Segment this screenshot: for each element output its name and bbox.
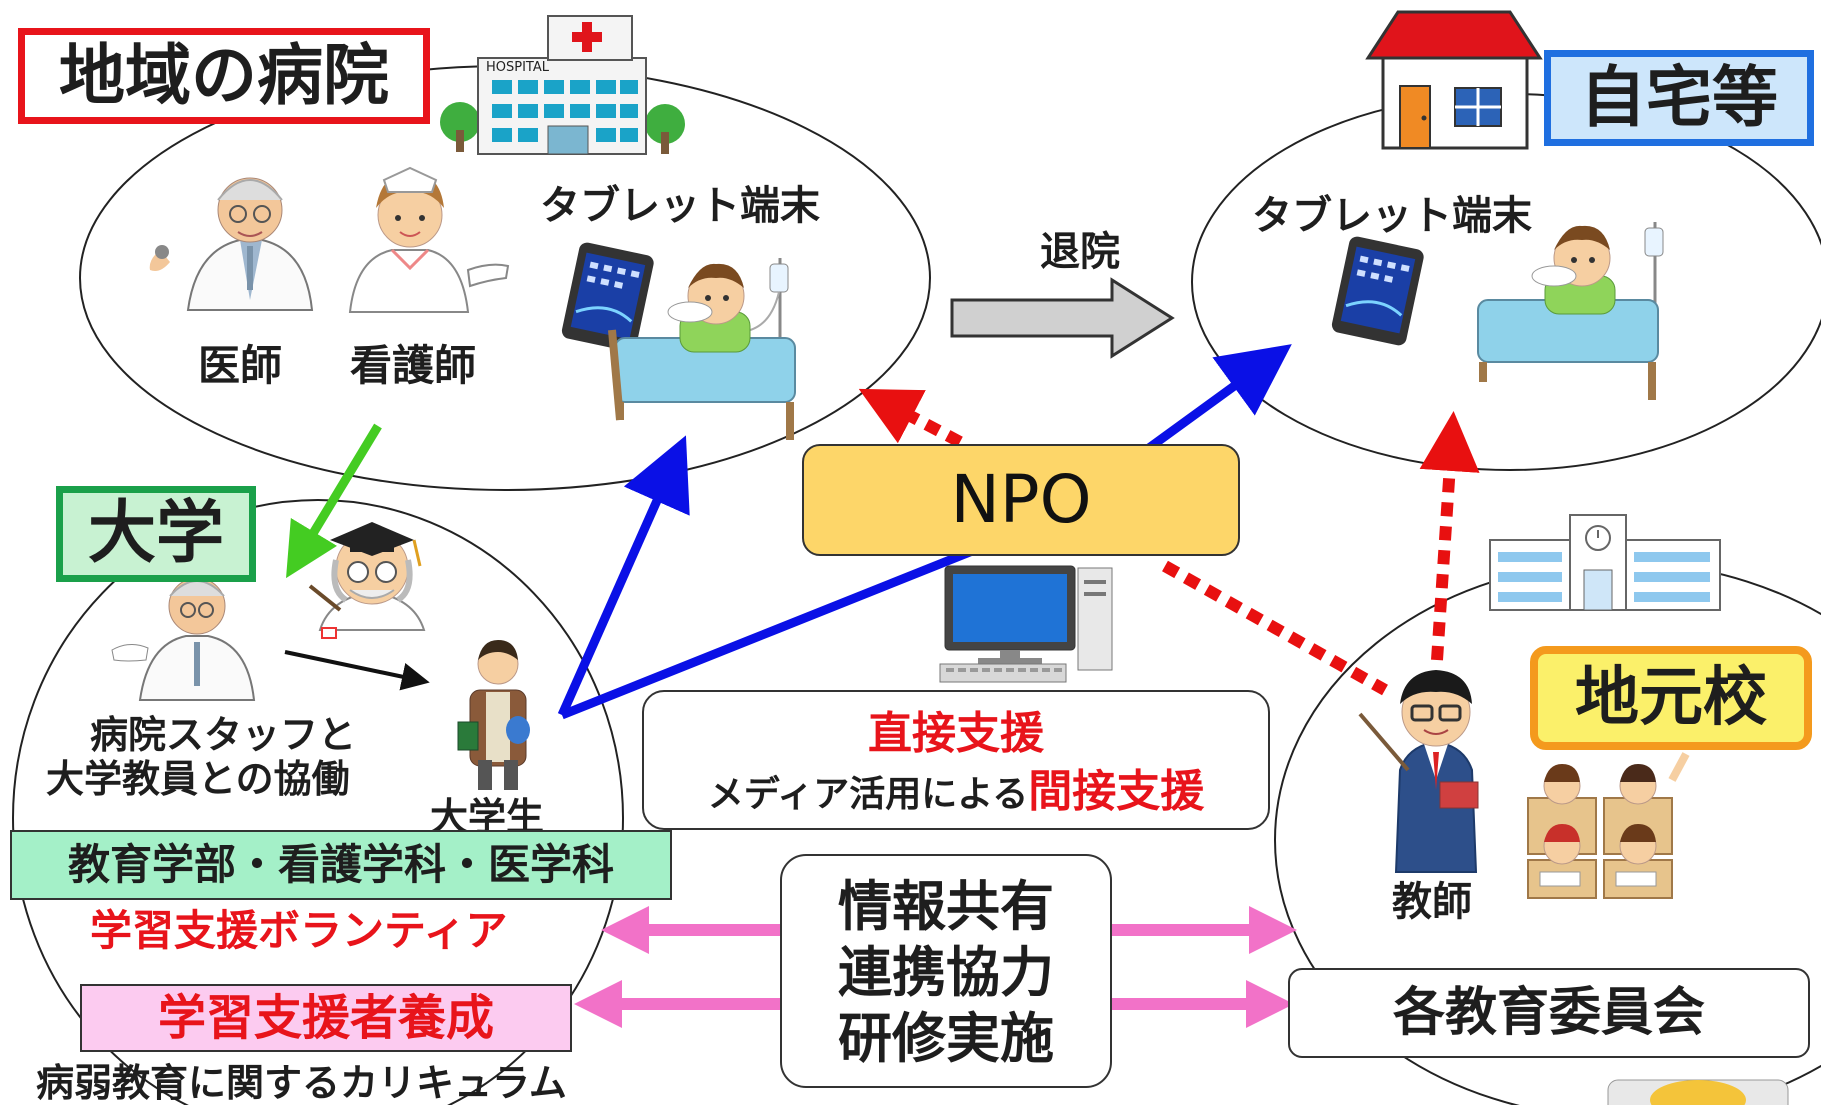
npo-label: NPO [950,461,1092,538]
npo-to-hospital-dotted-arrow [858,388,963,448]
training-box: 学習支援者養成 [80,984,572,1052]
hospital-tablet-label: タブレット端末 [540,183,820,229]
faculties-box: 教育学部・看護学科・医学科 [10,830,672,900]
home-patient-bed-icon [1477,222,1664,400]
hospital-building-icon [440,15,685,155]
university-ellipse [12,499,624,1105]
hospital-label: 地域の病院 [59,37,389,114]
cooperation-line1: 情報共有 [838,875,1054,938]
home-tablet-icon [1331,236,1424,346]
indirect-support-line: メディア活用による間接支援 [644,770,1268,814]
home-ellipse [1191,93,1821,471]
cooperation-line2: 連携協力 [838,941,1054,1004]
university-label: 大学 [87,494,224,573]
volunteer-label: 学習支援ボランティア [90,906,508,955]
board-label: 各教育委員会 [1392,983,1705,1043]
professor-icon [308,522,426,639]
student-label: 大学生 [430,795,545,839]
university-doctor-icon [111,577,256,701]
teacher-label: 教師 [1392,879,1472,925]
home-label: 自宅等 [1580,59,1778,136]
university-label-box: 大学 [56,486,256,582]
teacher-icon [1358,670,1479,873]
indirect-support-label: 間接支援 [1028,766,1205,817]
classroom-students-icon [1527,752,1690,899]
hospital-patient-bed-icon [608,258,796,440]
curriculum-label: 病弱教育に関するカリキュラム [36,1061,567,1105]
doctor-icon [149,177,314,311]
nurse-label: 看護師 [350,341,477,390]
home-label-box: 自宅等 [1544,50,1814,146]
school-label: 地元校 [1575,661,1767,735]
training-label: 学習支援者養成 [157,990,494,1046]
support-box: 直接支援 メディア活用による間接支援 [642,690,1270,830]
teacher-to-home-dotted-arrow [1419,411,1480,661]
doctor-label: 医師 [198,341,283,390]
nurse-icon [348,166,510,313]
faculties-label: 教育学部・看護学科・医学科 [67,840,614,889]
student-to-hospital-arrow [557,435,690,717]
collab-line1: 病院スタッフと [90,713,357,757]
discharge-arrow [950,277,1175,359]
house-icon [1365,10,1543,150]
npo-box: NPO [802,444,1240,556]
computer-icon [939,565,1113,683]
cooperation-line3: 研修実施 [838,1007,1054,1070]
direct-support-label: 直接支援 [868,708,1044,759]
mascot-icon [1607,1079,1789,1105]
staff-to-university-arrow [286,423,382,579]
staff-to-student-arrow [284,650,430,691]
cooperation-box: 情報共有 連携協力 研修実施 [780,854,1112,1088]
indirect-prefix: メディア活用による [707,774,1029,815]
discharge-label: 退院 [1040,229,1120,275]
student-icon [457,640,530,790]
hospital-tablet-icon [561,242,654,352]
home-tablet-label: タブレット端末 [1252,193,1532,239]
npo-to-teacher-dotted-line [1162,560,1388,696]
school-building-icon [1489,514,1721,611]
board-box: 各教育委員会 [1288,968,1810,1058]
hospital-label-box: 地域の病院 [18,28,430,124]
school-label-box: 地元校 [1530,646,1812,750]
hospital-sign: HOSPITAL [486,60,550,75]
collab-line2: 大学教員との協働 [46,757,350,801]
